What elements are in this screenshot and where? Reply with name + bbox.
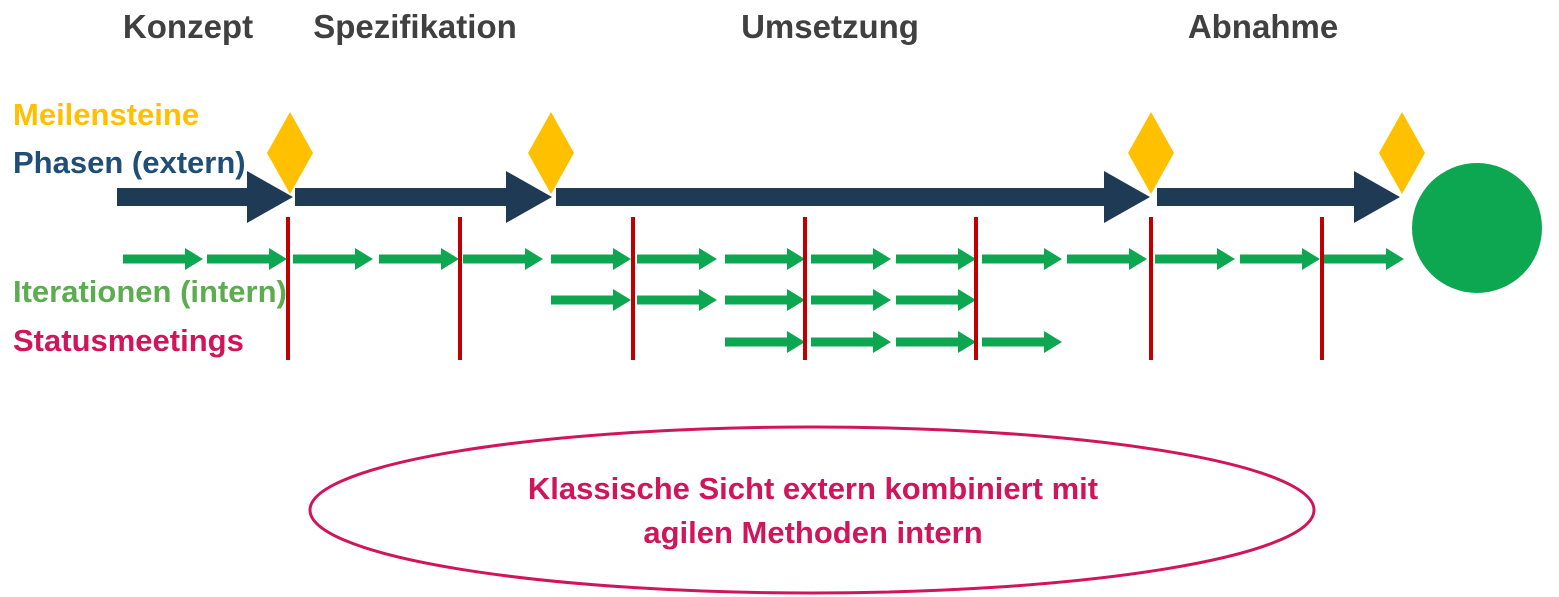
ellipse-caption-line1: Klassische Sicht extern kombiniert mit bbox=[527, 471, 1099, 506]
iteration-arrow-icon bbox=[1240, 248, 1320, 270]
statusmeeting-line bbox=[974, 217, 978, 360]
legend-iterationen-intern: Iterationen (intern) bbox=[13, 274, 287, 309]
statusmeeting-line bbox=[1149, 217, 1153, 360]
statusmeeting-line bbox=[458, 217, 462, 360]
statusmeeting-line bbox=[803, 217, 807, 360]
iteration-arrow-icon bbox=[123, 248, 203, 270]
ellipse-caption-line2: agilen Methoden intern bbox=[643, 515, 983, 550]
iteration-arrow-icon bbox=[725, 331, 805, 353]
phase-label-abnahme: Abnahme bbox=[1187, 8, 1339, 45]
legend-meilensteine: Meilensteine bbox=[13, 97, 200, 132]
legend-statusmeetings: Statusmeetings bbox=[13, 323, 244, 358]
milestone-diamond-icon bbox=[1128, 112, 1174, 194]
phase-arrow-icon bbox=[295, 171, 552, 223]
statusmeeting-line bbox=[286, 217, 290, 360]
statusmeeting-line bbox=[1320, 217, 1324, 360]
milestone-diamond-icon bbox=[1379, 112, 1425, 194]
phase-label-konzept: Konzept bbox=[122, 8, 254, 45]
iteration-arrow-icon bbox=[1067, 248, 1147, 270]
iteration-arrow-icon bbox=[207, 248, 287, 270]
iteration-arrow-icon bbox=[293, 248, 373, 270]
iteration-arrow-icon bbox=[896, 248, 976, 270]
iteration-arrow-icon bbox=[811, 289, 891, 311]
completion-circle-icon bbox=[1412, 163, 1542, 293]
iteration-arrow-icon bbox=[982, 331, 1062, 353]
phase-arrow-icon bbox=[117, 171, 293, 223]
phase-arrow-icon bbox=[1157, 171, 1400, 223]
phase-arrow-icon bbox=[556, 171, 1150, 223]
iteration-arrow-icon bbox=[1155, 248, 1235, 270]
iteration-arrow-icon bbox=[896, 331, 976, 353]
ellipse-caption: Klassische Sicht extern kombiniert mit a… bbox=[310, 428, 1316, 594]
milestone-diamond-icon bbox=[267, 112, 313, 194]
statusmeeting-line bbox=[631, 217, 635, 360]
iteration-arrow-icon bbox=[637, 248, 717, 270]
iteration-arrow-icon bbox=[551, 289, 631, 311]
iteration-arrow-icon bbox=[811, 248, 891, 270]
phase-label-spezifikation: Spezifikation bbox=[313, 8, 517, 45]
legend-phasen-extern: Phasen (extern) bbox=[13, 145, 246, 180]
milestone-diamond-icon bbox=[528, 112, 574, 194]
iteration-arrow-icon bbox=[379, 248, 459, 270]
iteration-arrow-icon bbox=[725, 289, 805, 311]
iteration-arrow-icon bbox=[725, 248, 805, 270]
iteration-arrow-icon bbox=[551, 248, 631, 270]
caption-ellipse-outline bbox=[308, 425, 1316, 595]
iteration-arrow-icon bbox=[463, 248, 543, 270]
iteration-arrow-icon bbox=[982, 248, 1062, 270]
iteration-arrow-icon bbox=[1324, 248, 1404, 270]
iteration-arrow-icon bbox=[637, 289, 717, 311]
phase-label-umsetzung: Umsetzung bbox=[741, 8, 919, 45]
iteration-arrow-icon bbox=[896, 289, 976, 311]
iteration-arrow-icon bbox=[811, 331, 891, 353]
